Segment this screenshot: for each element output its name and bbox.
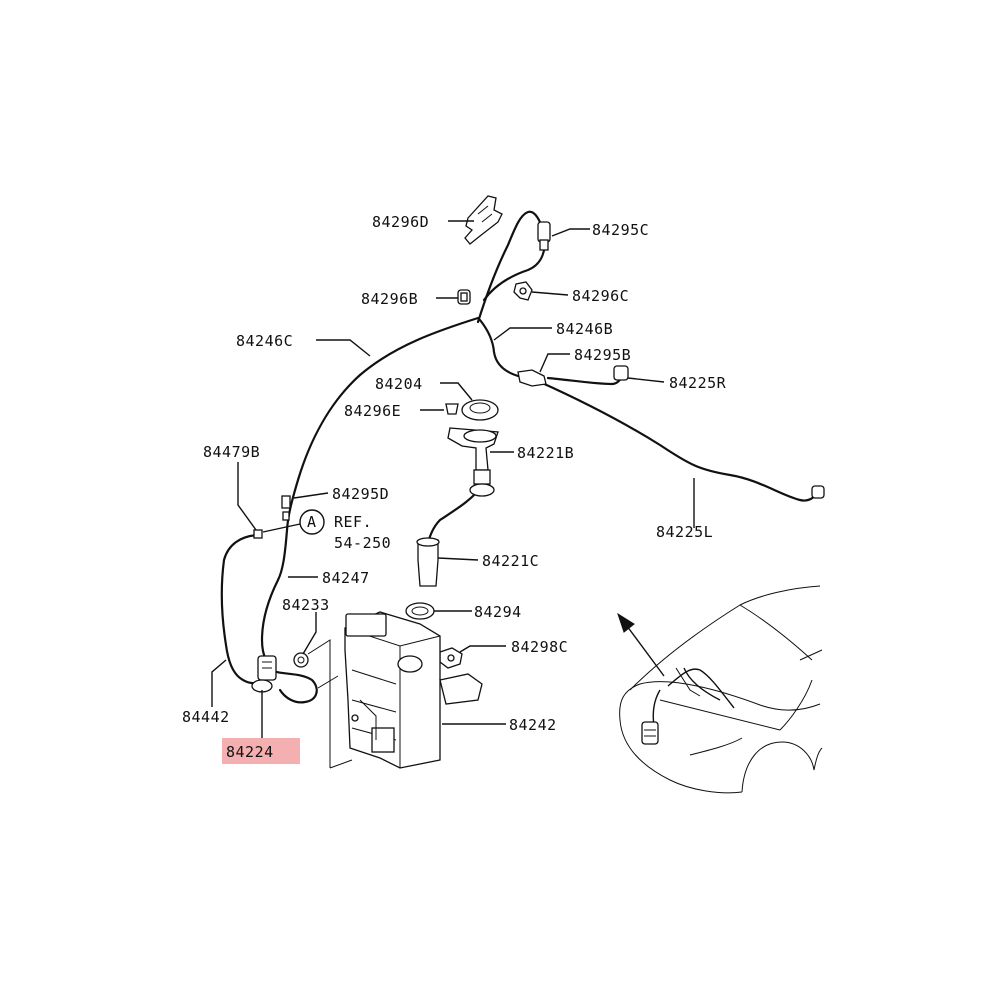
car-inset [617,585,823,794]
hose-84225r [546,370,626,386]
part-84242 [344,611,483,769]
hose-84246c [285,316,480,532]
label-84295d: 84295D [332,485,389,503]
label-84225r: 84225R [669,374,727,392]
part-84296e [445,403,459,415]
ref-a-letter: A [307,513,317,531]
part-labels: 84296D 84295C 84296B 84296C 84246C 84246… [182,213,727,761]
hose-84246b [478,318,520,378]
label-84296d: 84296D [372,213,429,231]
label-84246b: 84246B [556,320,613,338]
hose-84246b-upper [476,210,547,324]
label-84247: 84247 [322,569,370,587]
hose-pump-loop [268,668,318,704]
label-84296b: 84296B [361,290,418,308]
part-84294 [405,602,435,620]
ref-a: A REF. 54-250 [262,509,391,552]
label-84221c: 84221C [482,552,539,570]
part-84296c [513,281,533,301]
part-84224 [251,655,277,693]
label-84479b: 84479B [203,443,260,461]
label-84221b: 84221B [517,444,574,462]
part-84298c [439,647,463,669]
part-84233 [293,652,309,668]
part-84225l-nozzle [811,485,825,499]
leader-lines [211,220,695,769]
hose-84295c [482,238,547,302]
part-84221c [416,537,440,587]
label-84233: 84233 [282,596,330,614]
part-84225r [613,365,629,381]
part-84296b [457,289,471,305]
label-84298c: 84298C [511,638,568,656]
label-84296c: 84296C [572,287,629,305]
hose-joints [253,495,291,539]
arrow-head [617,612,635,633]
part-84295c [537,221,551,251]
label-84295c: 84295C [592,221,649,239]
label-84296e: 84296E [344,402,401,420]
label-84294: 84294 [474,603,522,621]
part-84204 [461,399,499,421]
ref-text-2: 54-250 [334,534,391,552]
hose-84225l [538,380,820,502]
label-84225l: 84225L [656,523,713,541]
hose-84247 [260,528,289,662]
label-84295b: 84295B [574,346,631,364]
label-84442: 84442 [182,708,230,726]
label-84246c: 84246C [236,332,293,350]
highlight-84224 [222,738,300,764]
part-84221b [447,427,499,497]
label-84224: 84224 [226,743,274,761]
label-84204: 84204 [375,375,423,393]
label-84242: 84242 [509,716,557,734]
hose-84479b [220,533,264,685]
part-84295b [517,369,547,387]
ref-text-1: REF. [334,513,372,531]
part-84296d [464,195,503,245]
